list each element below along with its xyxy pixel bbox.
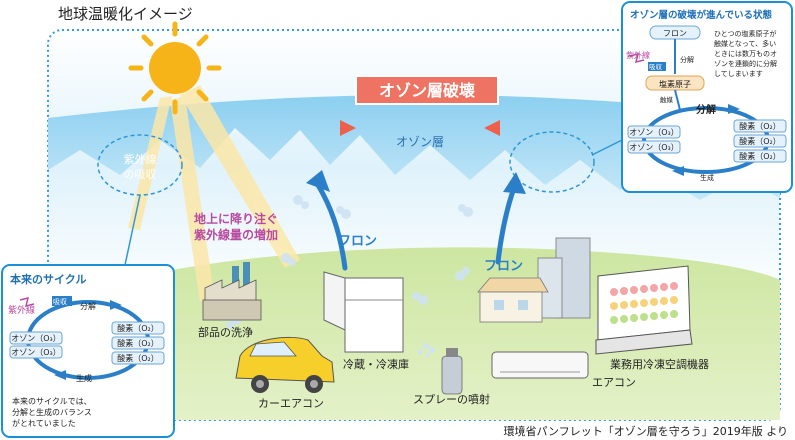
ozone-layer-label: オゾン層 [396, 135, 444, 149]
connector-right [591, 139, 623, 156]
freon-arrow-left [306, 170, 348, 271]
oc-oxygen-1: 酸素（O₂） [117, 323, 159, 333]
freon-arrow-right [495, 172, 526, 265]
dp-oxygen-2: 酸素（O₂） [739, 136, 781, 146]
label-spray: スプレーの噴射 [413, 392, 490, 406]
destruction-panel: オゾン層の破壊が進んでいる状態 フロン 紫外線 吸収 分解 塩素原子 触媒 分解… [621, 1, 793, 193]
ozone-arrow-left [340, 120, 356, 136]
uv-increase-line1: 地上に降り注ぐ [194, 211, 278, 226]
oc-generate: 生成 [76, 373, 92, 383]
oc-note-2: 分解と生成のバランス [12, 407, 92, 417]
label-commercial: 業務用冷凍空調機器 [610, 357, 709, 371]
ozone-arrow-right [484, 120, 500, 136]
dp-freon: フロン [663, 29, 687, 38]
dp-generate: 生成 [700, 173, 714, 182]
display-case-icon [595, 265, 693, 355]
original-cycle-panel: 本来のサイクル 紫外線 吸収 分解 生成 オゾン（O₃） オゾン（O₃） 酸素（… [1, 264, 175, 438]
dp-note-1: ひとつの塩素原子が [714, 29, 777, 38]
page-title: 地球温暖化イメージ [58, 5, 193, 23]
oc-uv: 紫外線 [8, 304, 35, 316]
ozone-hole-circle [509, 131, 595, 193]
factory-icon [202, 262, 262, 321]
dp-ozone-1: オゾン（O₃） [629, 128, 679, 137]
oc-oxygen-2: 酸素（O₂） [117, 338, 159, 348]
freon-label-right: フロン [484, 259, 523, 274]
label-fridge: 冷蔵・冷凍庫 [343, 357, 409, 371]
dp-note-3: ときには数万ものオ [714, 49, 777, 58]
uv-increase-line2: 紫外線量の増加 [194, 227, 278, 242]
aircon-icon [491, 351, 589, 379]
oc-absorb: 吸収 [53, 298, 67, 306]
dp-ozone-2: オゾン（O₃） [629, 143, 679, 152]
spray-can-icon [417, 343, 463, 395]
dp-note-4: ゾンを連鎖的に分解 [714, 59, 777, 68]
ozone-layer-band [48, 94, 780, 200]
dp-note-2: 触媒となって、多い [714, 39, 776, 48]
dp-decompose2: 分解 [696, 103, 716, 116]
dp-uv: 紫外線 [626, 50, 650, 60]
oc-note-1: 本来のサイクルでは、 [12, 396, 92, 406]
original-cycle-title: 本来のサイクル [10, 272, 86, 286]
dp-absorb: 吸収 [649, 63, 663, 71]
uv-absorb-line2: の吸収 [124, 168, 157, 181]
oc-ozone-1: オゾン（O₃） [11, 334, 61, 343]
label-car-ac: カーエアコン [258, 397, 324, 410]
oc-oxygen-3: 酸素（O₂） [117, 353, 159, 363]
oc-ozone-2: オゾン（O₃） [11, 348, 61, 357]
label-parts-wash: 部品の洗浄 [198, 325, 253, 339]
source-credit: 環境省パンフレット「オゾン層を守ろう」2019年版 より [504, 424, 789, 438]
oc-note-3: がとれていました [12, 418, 76, 428]
dp-oxygen-3: 酸素（O₂） [739, 151, 781, 161]
dp-contact: 触媒 [660, 95, 674, 104]
ozone-destruction-banner [355, 75, 499, 105]
uv-absorb-line1: 紫外線 [124, 152, 157, 166]
connector-left [124, 194, 141, 266]
buildings-icon [477, 237, 591, 323]
label-aircon: エアコン [592, 376, 636, 389]
fridge-icon [323, 271, 404, 353]
freon-label-left: フロン [338, 234, 377, 249]
dp-oxygen-1: 酸素（O₂） [739, 121, 781, 131]
oc-decompose: 分解 [80, 301, 96, 311]
car-icon [235, 336, 335, 393]
ozone-destruction-label: オゾン層破壊 [379, 81, 476, 100]
dp-decompose: 分解 [680, 55, 694, 64]
destruction-title: オゾン層の破壊が進んでいる状態 [630, 9, 773, 21]
dp-chlorine: 塩素原子 [659, 79, 691, 89]
sun-icon [128, 21, 222, 115]
dp-note-5: してしまいます [714, 70, 763, 78]
